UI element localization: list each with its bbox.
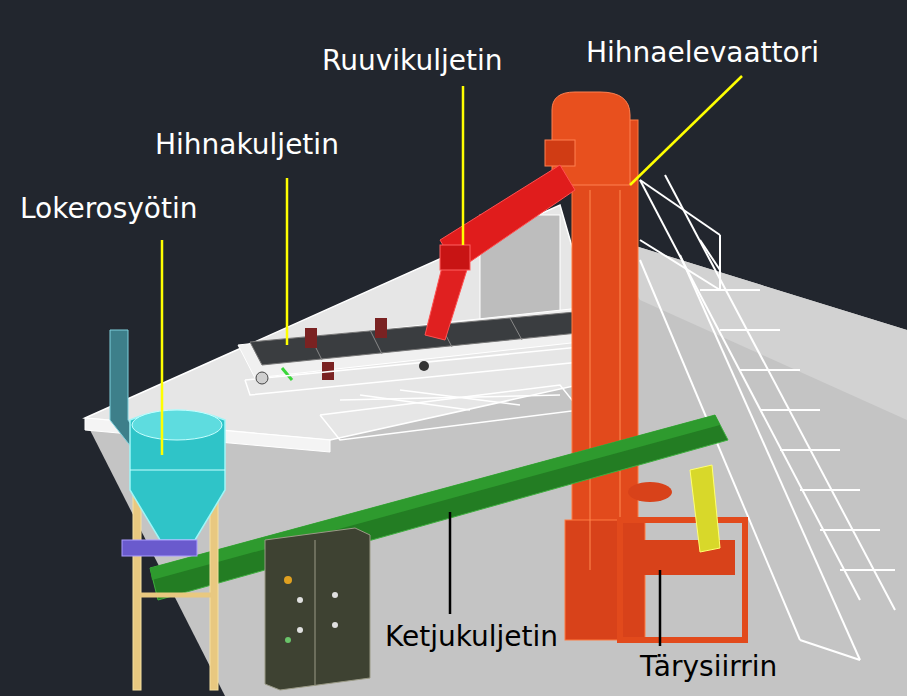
floor-shade: [600, 235, 907, 420]
screw-conveyor: [425, 165, 575, 340]
part-label: Tärysiirrin: [640, 650, 777, 684]
belt-conveyor: [238, 308, 600, 395]
leader-line: [161, 240, 164, 455]
bin-feeder: [110, 330, 225, 690]
part-label: Ruuvikuljetin: [322, 44, 502, 78]
platform-frame: [320, 385, 580, 440]
stairs: [640, 175, 895, 660]
part-label: Hihnaelevaattori: [586, 36, 819, 70]
leader-line: [462, 86, 465, 245]
platform: [85, 205, 610, 440]
part-label: Lokerosyötin: [20, 192, 198, 226]
leader-line: [449, 512, 452, 614]
chain-conveyor: [150, 415, 728, 600]
vibrating-feeder: [620, 465, 745, 640]
leader-line: [286, 178, 289, 345]
control-cabinet: [265, 528, 370, 690]
part-label: Hihnakuljetin: [155, 128, 339, 162]
leader-line: [659, 570, 662, 646]
part-label: Ketjukuljetin: [385, 620, 558, 654]
leader-lines: [162, 76, 742, 646]
leader-line: [630, 76, 742, 185]
